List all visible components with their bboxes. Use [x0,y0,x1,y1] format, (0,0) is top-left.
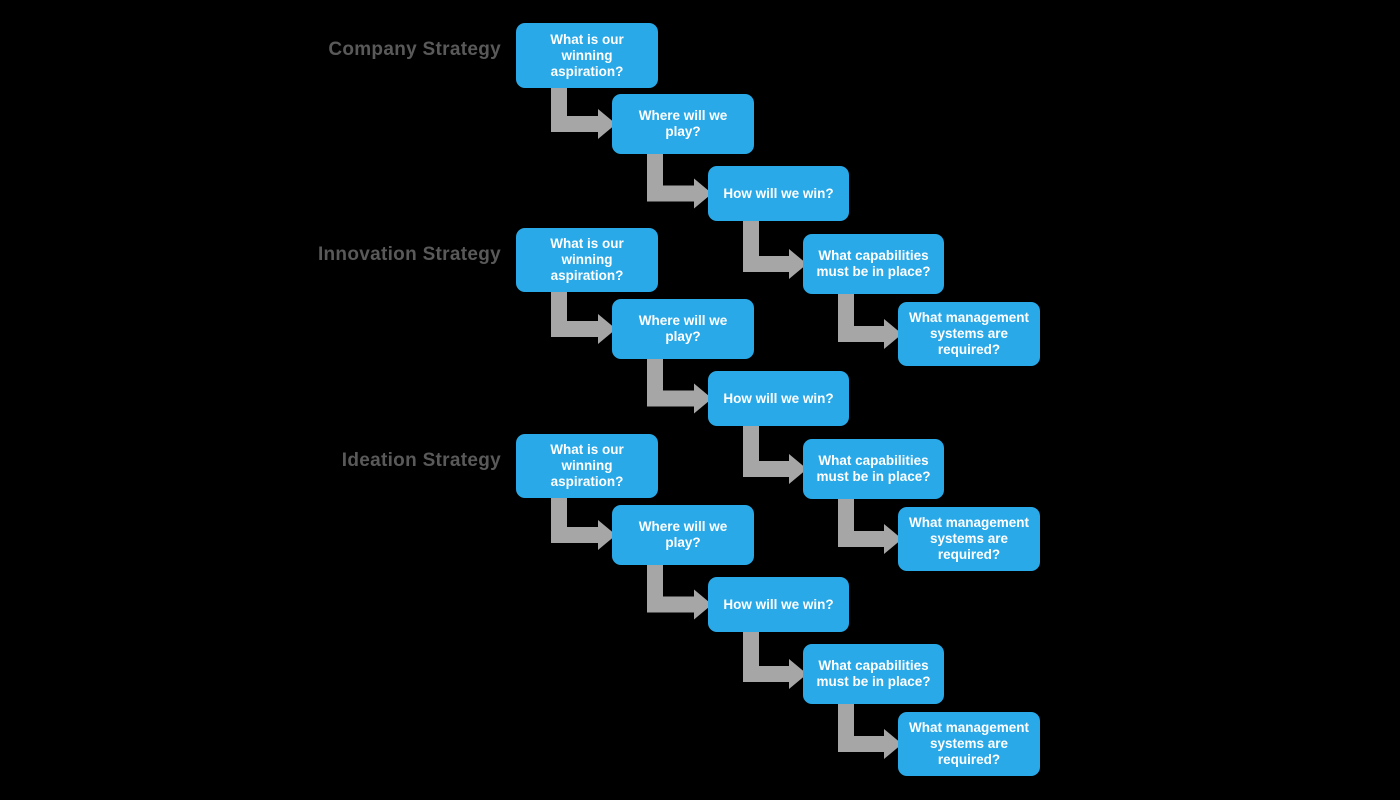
group-label-company-strategy: Company Strategy [328,39,501,60]
connector-arrow [645,353,714,416]
node-what-is-our-winning-aspiration[interactable]: What is our winning aspiration? [516,23,658,88]
node-how-will-we-win[interactable]: How will we win? [708,166,849,221]
node-label: What management systems are required? [908,310,1030,357]
node-label: How will we win? [723,596,834,612]
node-how-will-we-win[interactable]: How will we win? [708,371,849,426]
group-label-innovation-strategy: Innovation Strategy [317,244,501,265]
connector-arrow [549,82,618,141]
node-where-will-we-play[interactable]: Where will we play? [612,94,754,154]
node-what-capabilities-must-be-in-place[interactable]: What capabilities must be in place? [803,234,944,294]
connector-arrow [741,626,809,691]
node-label: What capabilities must be in place? [816,453,931,484]
arrow-shape [743,422,807,484]
arrow-shape [743,628,807,689]
node-what-management-systems-are-required[interactable]: What management systems are required? [898,712,1040,776]
node-label: Where will we play? [638,519,728,550]
node-what-management-systems-are-required[interactable]: What management systems are required? [898,302,1040,366]
arrow-shape [647,150,712,209]
group-label-ideation-strategy: Ideation Strategy [341,450,501,471]
node-label: What is our winning aspiration? [550,442,624,489]
node-what-is-our-winning-aspiration[interactable]: What is our winning aspiration? [516,434,658,498]
node-what-management-systems-are-required[interactable]: What management systems are required? [898,507,1040,571]
node-what-is-our-winning-aspiration[interactable]: What is our winning aspiration? [516,228,658,292]
node-what-capabilities-must-be-in-place[interactable]: What capabilities must be in place? [803,644,944,704]
arrow-shape [551,494,616,550]
connector-arrow [549,286,618,346]
arrow-shape [551,84,616,139]
connector-arrow [741,215,809,281]
arrow-shape [551,288,616,344]
node-label: Where will we play? [638,313,728,344]
node-label: What management systems are required? [908,515,1030,562]
connector-arrow [836,493,904,556]
arrow-shape [838,290,902,349]
node-where-will-we-play[interactable]: Where will we play? [612,299,754,359]
arrow-shape [647,355,712,414]
node-where-will-we-play[interactable]: Where will we play? [612,505,754,565]
node-label: What is our winning aspiration? [550,236,624,283]
connector-arrow [549,492,618,552]
arrow-shape [838,700,902,759]
connector-arrow [836,288,904,351]
arrow-shape [838,495,902,554]
connector-arrow [741,420,809,486]
node-label: What management systems are required? [908,720,1030,767]
node-label: What capabilities must be in place? [816,248,931,279]
connector-arrow [645,559,714,622]
node-label: How will we win? [723,390,834,406]
arrow-shape [743,217,807,279]
node-what-capabilities-must-be-in-place[interactable]: What capabilities must be in place? [803,439,944,499]
node-how-will-we-win[interactable]: How will we win? [708,577,849,632]
node-label: What is our winning aspiration? [550,31,624,79]
connector-arrow [645,148,714,211]
node-label: How will we win? [723,185,834,201]
node-label: What capabilities must be in place? [816,658,931,689]
arrow-shape [647,561,712,620]
node-label: Where will we play? [638,108,728,139]
connector-arrow [836,698,904,761]
